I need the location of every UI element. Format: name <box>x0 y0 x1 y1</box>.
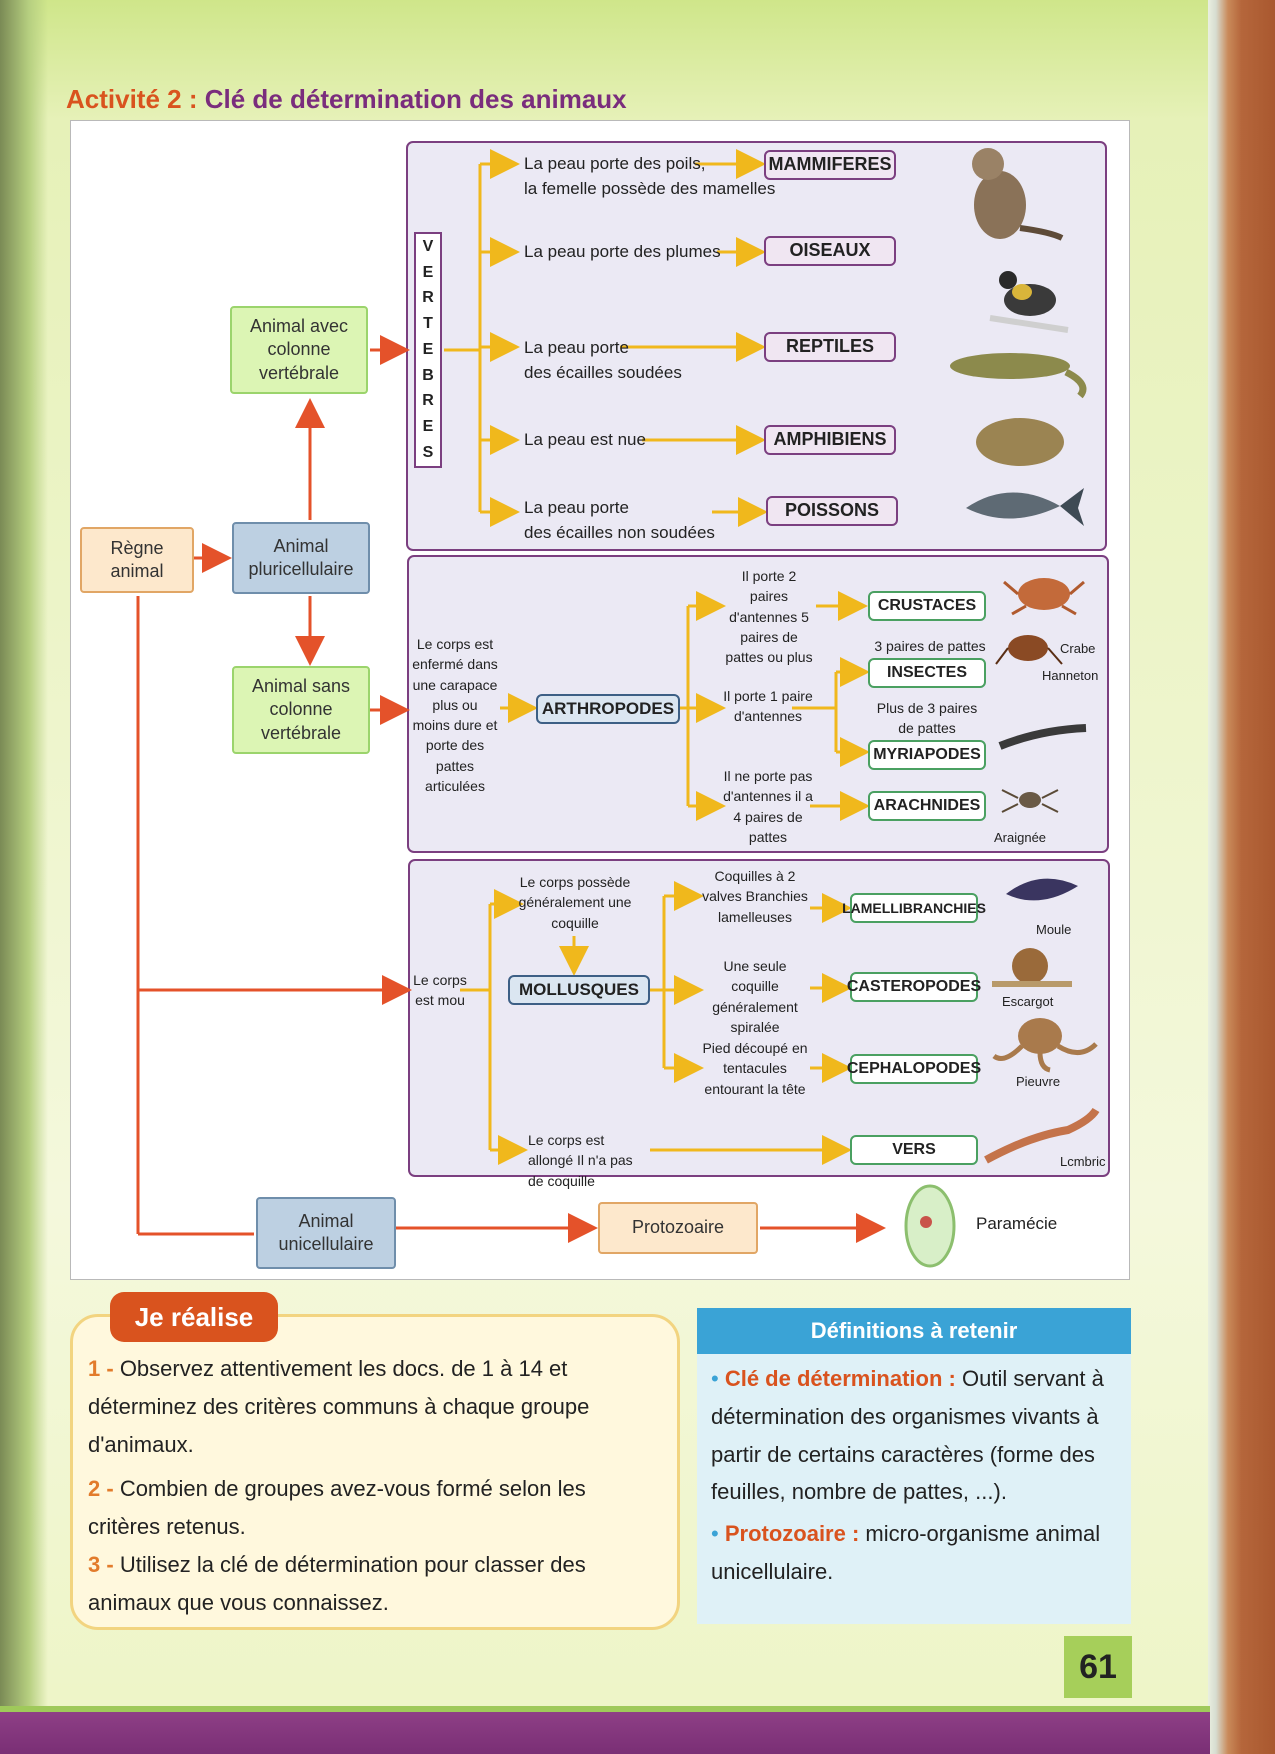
je-realise-tab: Je réalise <box>110 1292 278 1342</box>
vertebres-letter: V <box>422 237 434 255</box>
criterion-corps-mou: Le corps est mou <box>413 972 467 1009</box>
activity-label: Activité 2 : <box>66 84 198 114</box>
definitions-body: • Clé de détermination : Outil servant à… <box>697 1354 1131 1624</box>
avec-colonne-box: Animal avec colonne vertébrale <box>230 306 368 394</box>
vertebres-letter: E <box>422 418 434 436</box>
unicellulaire-box: Animal unicellulaire <box>256 1197 396 1269</box>
caption-lombric: Lcmbric <box>1060 1154 1106 1169</box>
je-realise-box <box>70 1314 680 1630</box>
group-mammiferes: MAMMIFERES <box>764 150 896 180</box>
criterion-cephalopodes: Pied découpé en tentacules entourant la … <box>702 1040 808 1097</box>
fish-illustration <box>966 488 1084 526</box>
group-oiseaux: OISEAUX <box>764 236 896 266</box>
page-edge <box>1208 0 1275 1754</box>
vertebres-letter: B <box>422 366 434 384</box>
paramecie-label: Paramécie <box>976 1214 1058 1233</box>
toad-illustration <box>976 418 1064 466</box>
criterion-oiseaux: La peau porte des plumes <box>524 242 721 261</box>
group-lamellibranchies: LAMELLIBRANCHIES <box>842 893 986 923</box>
caption-pieuvre: Pieuvre <box>1016 1074 1061 1089</box>
question-1: 1 - Observez attentivement les docs. de … <box>88 1356 590 1457</box>
vertebres-letter: R <box>422 289 434 307</box>
bottom-band <box>0 1706 1210 1754</box>
crab-illustration <box>1003 578 1085 616</box>
group-myriapodes: MYRIAPODES <box>868 740 986 770</box>
criterion-arthropodes: Le corps est enfermé dans une carapace p… <box>412 636 498 795</box>
group-arthropodes: ARTHROPODES <box>536 694 680 724</box>
caption-escargot: Escargot <box>1002 994 1054 1009</box>
lizard-illustration <box>950 353 1087 399</box>
criterion-casteropodes: Une seule coquille généralement spiralée <box>712 958 798 1035</box>
beetle-illustration <box>995 635 1063 665</box>
activity-title: Clé de détermination des animaux <box>204 84 627 114</box>
group-poissons: POISSONS <box>766 496 898 526</box>
page-number: 61 <box>1064 1636 1132 1698</box>
question-3: 3 - Utilisez la clé de détermination pou… <box>88 1552 586 1615</box>
question-2: 2 - Combien de groupes avez-vous formé s… <box>88 1476 586 1539</box>
criterion-myriapodes: Plus de 3 paires de pattes <box>876 700 978 737</box>
group-casteropodes: CASTEROPODES <box>847 972 981 1002</box>
bird-illustration <box>989 271 1069 333</box>
binding-shadow <box>0 0 48 1754</box>
octopus-illustration <box>992 1018 1098 1073</box>
caption-moule: Moule <box>1036 922 1072 937</box>
group-vers: VERS <box>850 1135 978 1165</box>
definition-cle: • Clé de détermination : Outil servant à… <box>711 1366 1104 1505</box>
criterion-arachnides: Il ne porte pas d'antennes il a 4 paires… <box>723 768 813 845</box>
vertebres-letter: E <box>422 263 434 281</box>
caption-crabe: Crabe <box>1060 641 1096 656</box>
mussel-illustration <box>1006 878 1078 901</box>
vertebres-letter: T <box>423 315 433 333</box>
criterion-1-paire: Il porte 1 paire d'antennes <box>723 688 813 725</box>
protozoaire-box: Protozoaire <box>598 1202 758 1254</box>
centipede-illustration <box>998 724 1087 750</box>
page-title: Activité 2 : Clé de détermination des an… <box>66 84 627 115</box>
snail-illustration <box>992 948 1072 987</box>
caption-hanneton: Hanneton <box>1042 668 1099 683</box>
definitions-title: Définitions à retenir <box>697 1308 1131 1354</box>
caption-araignee: Araignée <box>994 830 1047 845</box>
criterion-reptiles: La peau porte des écailles soudées <box>524 338 682 382</box>
criterion-poissons: La peau porte des écailles non soudées <box>524 498 715 542</box>
spider-illustration <box>1001 789 1059 813</box>
criterion-coquille: Le corps possède généralement une coquil… <box>518 874 632 931</box>
criterion-lamellibranchies: Coquilles à 2 valves Branchies lamelleus… <box>702 868 808 925</box>
criterion-insectes: 3 paires de pattes <box>874 638 986 654</box>
vertebres-letter: E <box>422 340 434 358</box>
group-amphibiens: AMPHIBIENS <box>764 425 896 455</box>
group-reptiles: REPTILES <box>764 332 896 362</box>
definition-protozoaire: • Protozoaire : micro-organisme animal u… <box>711 1521 1101 1585</box>
cat-illustration <box>972 148 1064 241</box>
criterion-mammiferes: La peau porte des poils, la femelle poss… <box>524 154 776 198</box>
sans-colonne-box: Animal sans colonne vertébrale <box>232 666 370 754</box>
criterion-amphibiens: La peau est nue <box>524 430 646 449</box>
group-crustaces: CRUSTACES <box>868 591 986 621</box>
diagram-lines <box>136 141 1110 1268</box>
paramecium-illustration <box>904 1184 956 1268</box>
pluricellulaire-box: Animal pluricellulaire <box>232 522 370 594</box>
group-arachnides: ARACHNIDES <box>868 791 986 821</box>
criterion-vers: Le corps est allongé Il n'a pas de coqui… <box>528 1132 633 1189</box>
group-cephalopodes: CEPHALOPODES <box>847 1054 981 1084</box>
criterion-crustaces: Il porte 2 paires d'antennes 5 paires de… <box>725 568 813 666</box>
group-insectes: INSECTES <box>868 658 986 688</box>
worm-illustration <box>984 1107 1100 1164</box>
vertebres-letter: S <box>422 444 434 461</box>
group-mollusques: MOLLUSQUES <box>508 975 650 1005</box>
regne-animal-box: Règne animal <box>80 527 194 593</box>
vertebres-letter: R <box>422 392 434 410</box>
